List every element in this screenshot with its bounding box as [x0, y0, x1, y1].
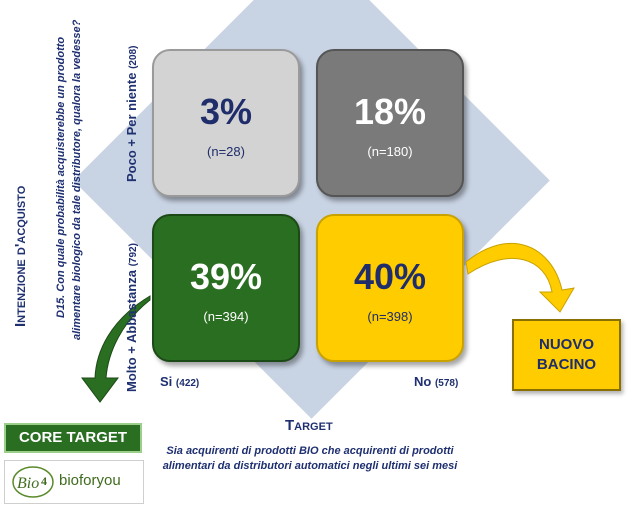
quadrant-bottom-left: 39% (n=394): [152, 214, 300, 362]
quadrant-percent: 40%: [353, 256, 427, 297]
y-label-bottom-n: (792): [128, 243, 139, 267]
svg-text:Bio: Bio: [17, 475, 39, 492]
quadrant-top-left: 3% (n=28): [152, 49, 300, 197]
bioforyou-logo: Bio 4 bioforyou: [4, 460, 144, 504]
x-label-right: No (578): [414, 374, 458, 389]
y-label-bottom: Molto + Abbastanza (792): [124, 243, 139, 392]
quadrant-count: (n=398): [367, 309, 413, 324]
target-description-line-2: alimentari da distributori automatici ne…: [162, 460, 458, 472]
logo-text: bioforyou: [59, 472, 121, 489]
y-label-bottom-text: Molto + Abbastanza: [124, 270, 139, 392]
nuovo-bacino-line-2: BACINO: [536, 356, 597, 373]
x-label-right-n: (578): [434, 378, 459, 389]
quadrant-bottom-right: 40% (n=398): [316, 214, 464, 362]
target-description-line-1: Sia acquirenti di prodotti BIO che acqui…: [166, 445, 454, 457]
nuovo-bacino-box: NUOVO BACINO: [512, 319, 621, 391]
x-label-right-text: No: [414, 374, 432, 389]
question-line-1: D15. Con quale probabilità acquisterebbe…: [55, 36, 67, 318]
x-axis-title: Target: [285, 417, 333, 434]
y-label-top: Poco + Per niente (208): [124, 46, 139, 182]
quadrant-count: (n=180): [367, 144, 413, 159]
question-line-2: alimentare biologico da tale distributor…: [71, 19, 83, 340]
nuovo-bacino-line-1: NUOVO: [538, 336, 594, 353]
y-label-top-n: (208): [128, 45, 139, 69]
core-target-arrow: [81, 295, 151, 403]
target-description: Sia acquirenti di prodotti BIO che acqui…: [160, 444, 460, 474]
x-label-left: Si (422): [160, 374, 199, 389]
quadrant-count: (n=28): [207, 144, 245, 159]
quadrant-percent: 3%: [199, 91, 253, 132]
quadrant-count: (n=394): [203, 309, 249, 324]
y-label-top-text: Poco + Per niente: [124, 72, 139, 182]
bio4u-mark-icon: Bio 4: [12, 466, 54, 498]
x-label-left-n: (422): [175, 378, 200, 389]
quadrant-percent: 39%: [189, 256, 263, 297]
y-axis-title: Intenzione d'acquisto: [12, 185, 29, 327]
nuovo-bacino-arrow: [465, 242, 575, 313]
svg-text:4: 4: [41, 474, 47, 488]
x-label-left-text: Si: [160, 374, 173, 389]
core-target-box: CORE TARGET: [4, 423, 142, 453]
quadrant-percent: 18%: [353, 91, 427, 132]
quadrant-top-right: 18% (n=180): [316, 49, 464, 197]
